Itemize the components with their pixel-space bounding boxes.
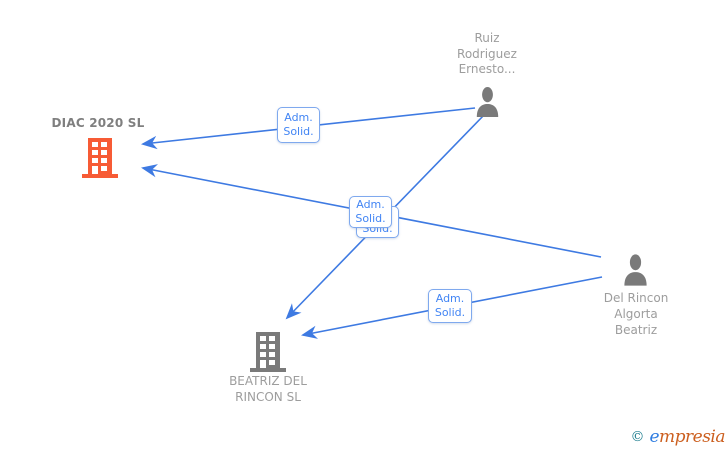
node-label-ruiz[interactable]: Ruiz Rodriguez Ernesto... <box>405 31 569 78</box>
brand-rest: mpresia <box>659 427 726 447</box>
node-label-line: Beatriz <box>614 323 658 337</box>
node-label-beatriz[interactable]: BEATRIZ DEL RINCON SL <box>188 373 348 405</box>
edge-label-line: Solid. <box>355 212 386 225</box>
edge-label-line: Solid. <box>434 306 466 319</box>
building-icon[interactable] <box>82 138 118 178</box>
node-label-line: BEATRIZ DEL <box>229 374 307 388</box>
edge-label-delrincon-diac: Adm. Solid. <box>349 196 392 228</box>
edge-label-line: Adm. <box>435 292 465 305</box>
node-label-line: Rodriguez <box>457 46 517 61</box>
person-icon[interactable] <box>474 87 501 117</box>
edge-label-delrincon-beatriz: Adm. Solid. <box>428 289 472 323</box>
edge-label-line: Adm. <box>356 198 385 211</box>
building-icon[interactable] <box>250 332 286 372</box>
edge-label-line: Adm. <box>284 111 313 124</box>
node-label-del-rincon[interactable]: Del Rincon Algorta Beatriz <box>556 290 716 338</box>
empresia-logo[interactable]: © empresia <box>630 427 725 447</box>
edge-label-line: Solid. <box>283 125 314 138</box>
node-label-line: Ernesto... <box>458 62 516 76</box>
node-label-line: Del Rincon <box>603 291 669 305</box>
node-label-line: Algorta <box>614 307 658 321</box>
person-icon[interactable] <box>622 254 649 286</box>
node-label-diac[interactable]: DIAC 2020 SL <box>51 116 145 130</box>
brand-letter-e: e <box>649 427 659 447</box>
edge-label-ruiz-diac: Adm. Solid. <box>277 107 320 143</box>
empresia-wordmark: empresia <box>649 427 725 447</box>
node-label-line: RINCON SL <box>235 390 301 404</box>
node-label-line: Ruiz <box>474 31 500 45</box>
copyright-icon: © <box>630 429 645 445</box>
